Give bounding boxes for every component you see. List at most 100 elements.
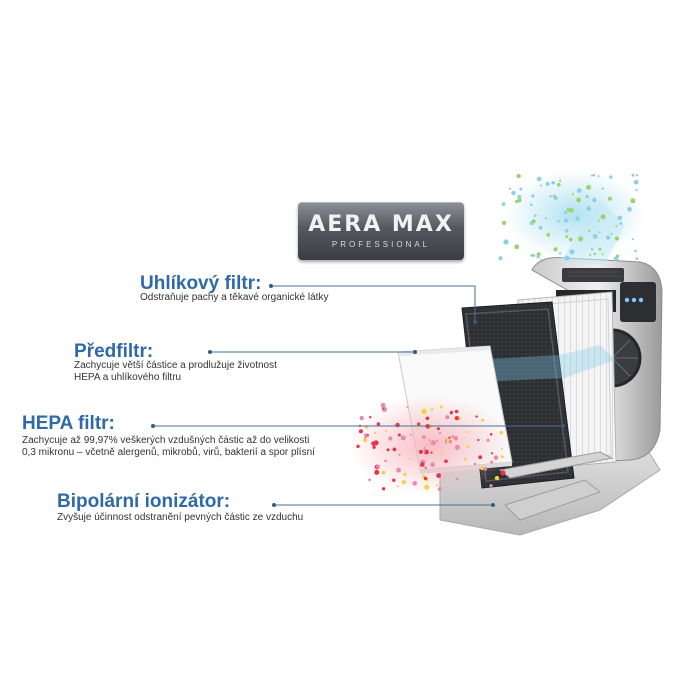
particle-dot <box>598 231 601 234</box>
particle-dot <box>530 253 534 257</box>
feature-desc-line: Zvyšuje účinnost odstranění pevných část… <box>57 512 304 523</box>
particle-dot <box>408 457 411 460</box>
particle-dot <box>633 179 639 185</box>
feature-desc-line: Zachycuje až 99,97% veškerých vzdušných … <box>22 435 310 446</box>
particle-dot <box>500 447 503 450</box>
particle-dot <box>494 475 500 481</box>
particle-dot <box>601 253 604 256</box>
particle-dot <box>430 462 435 468</box>
particle-dot <box>489 433 493 436</box>
feature-desc-line: Odstraňuje pachy a těkavé organické látk… <box>140 292 329 303</box>
particle-dot <box>403 472 407 477</box>
particle-dot <box>438 431 442 435</box>
particle-dot <box>451 435 454 438</box>
particle-dot <box>503 239 509 245</box>
feature-title-carbon-filter: Uhlíkový filtr: <box>140 273 262 294</box>
particle-dot <box>516 173 521 179</box>
particle-dot <box>437 487 442 492</box>
particle-dot <box>564 210 568 215</box>
particle-dot <box>454 444 460 450</box>
particle-dot <box>358 429 363 434</box>
particle-dot <box>398 453 401 456</box>
particle-dot <box>444 459 448 464</box>
particle-dot <box>439 405 443 409</box>
particle-dot <box>454 416 459 421</box>
particle-dot <box>634 249 637 253</box>
particle-dot <box>500 470 506 476</box>
particle-dot <box>501 220 507 226</box>
particle-dot <box>566 208 571 212</box>
particle-dot <box>545 181 550 186</box>
particle-dot <box>464 457 467 461</box>
particle-dot <box>627 206 632 212</box>
particle-dot <box>519 187 523 191</box>
particle-dot <box>600 214 606 220</box>
particle-dot <box>454 409 459 414</box>
particle-dot <box>480 466 484 471</box>
particle-dot <box>455 477 459 481</box>
particle-dot <box>445 415 450 420</box>
feature-desc-hepa-filter: Zachycuje až 99,97% veškerých vzdušných … <box>22 435 315 459</box>
particle-dot <box>597 175 600 178</box>
particle-dot <box>576 197 581 203</box>
particle-dot <box>453 436 459 441</box>
particle-dot <box>420 462 425 467</box>
particle-dot <box>615 225 618 228</box>
particle-dot <box>483 466 488 471</box>
particle-dot <box>610 232 613 235</box>
particle-dot <box>631 238 635 241</box>
particle-dot <box>478 455 483 460</box>
particle-dot <box>409 433 412 436</box>
particle-dot <box>549 195 552 198</box>
particle-dot <box>376 464 381 469</box>
particle-dot <box>489 484 493 488</box>
particle-dot <box>436 473 441 478</box>
particle-dot <box>374 469 380 475</box>
particle-dot <box>568 237 573 242</box>
particle-dot <box>421 408 427 415</box>
logo-wordmark: AERA MAX <box>308 212 454 237</box>
particle-dot <box>565 235 568 239</box>
particle-dot <box>586 184 592 190</box>
particle-dot <box>392 478 396 482</box>
particle-dot <box>381 487 386 491</box>
particle-dot <box>533 215 536 218</box>
particle-dot <box>631 173 635 177</box>
particle-dot <box>397 485 399 488</box>
particle-dot <box>423 450 426 453</box>
particle-dot <box>585 186 588 189</box>
particle-dot <box>539 184 543 187</box>
particle-dot <box>593 252 596 256</box>
particle-dot <box>551 180 555 185</box>
particle-dot <box>500 455 504 459</box>
particle-dot <box>508 187 511 190</box>
particle-dot <box>576 188 582 194</box>
particle-dot <box>571 192 575 196</box>
particle-dot <box>556 182 561 187</box>
polluted-particles <box>356 402 506 492</box>
particle-dot <box>558 252 562 255</box>
particle-dot <box>481 418 484 422</box>
particle-dot <box>536 254 540 259</box>
particle-dot <box>397 433 401 437</box>
particle-dot <box>392 447 397 452</box>
particle-dot <box>563 218 569 223</box>
particle-dot <box>569 249 575 255</box>
particle-dot <box>382 407 385 410</box>
particle-dot <box>486 438 490 442</box>
particle-dot <box>592 173 595 177</box>
particle-dot <box>575 216 580 222</box>
particle-dot <box>436 484 439 487</box>
particle-dot <box>422 435 426 439</box>
particle-dot <box>424 484 430 490</box>
particle-dot <box>609 175 613 179</box>
particle-dot <box>538 225 543 230</box>
particle-dot <box>546 232 551 237</box>
particle-dot <box>386 448 390 452</box>
particle-dot <box>372 445 376 449</box>
particle-dot <box>423 449 429 455</box>
particle-dot <box>607 196 613 201</box>
feature-desc-carbon-filter: Odstraňuje pachy a těkavé organické látk… <box>140 292 328 304</box>
particle-dot <box>606 235 611 240</box>
